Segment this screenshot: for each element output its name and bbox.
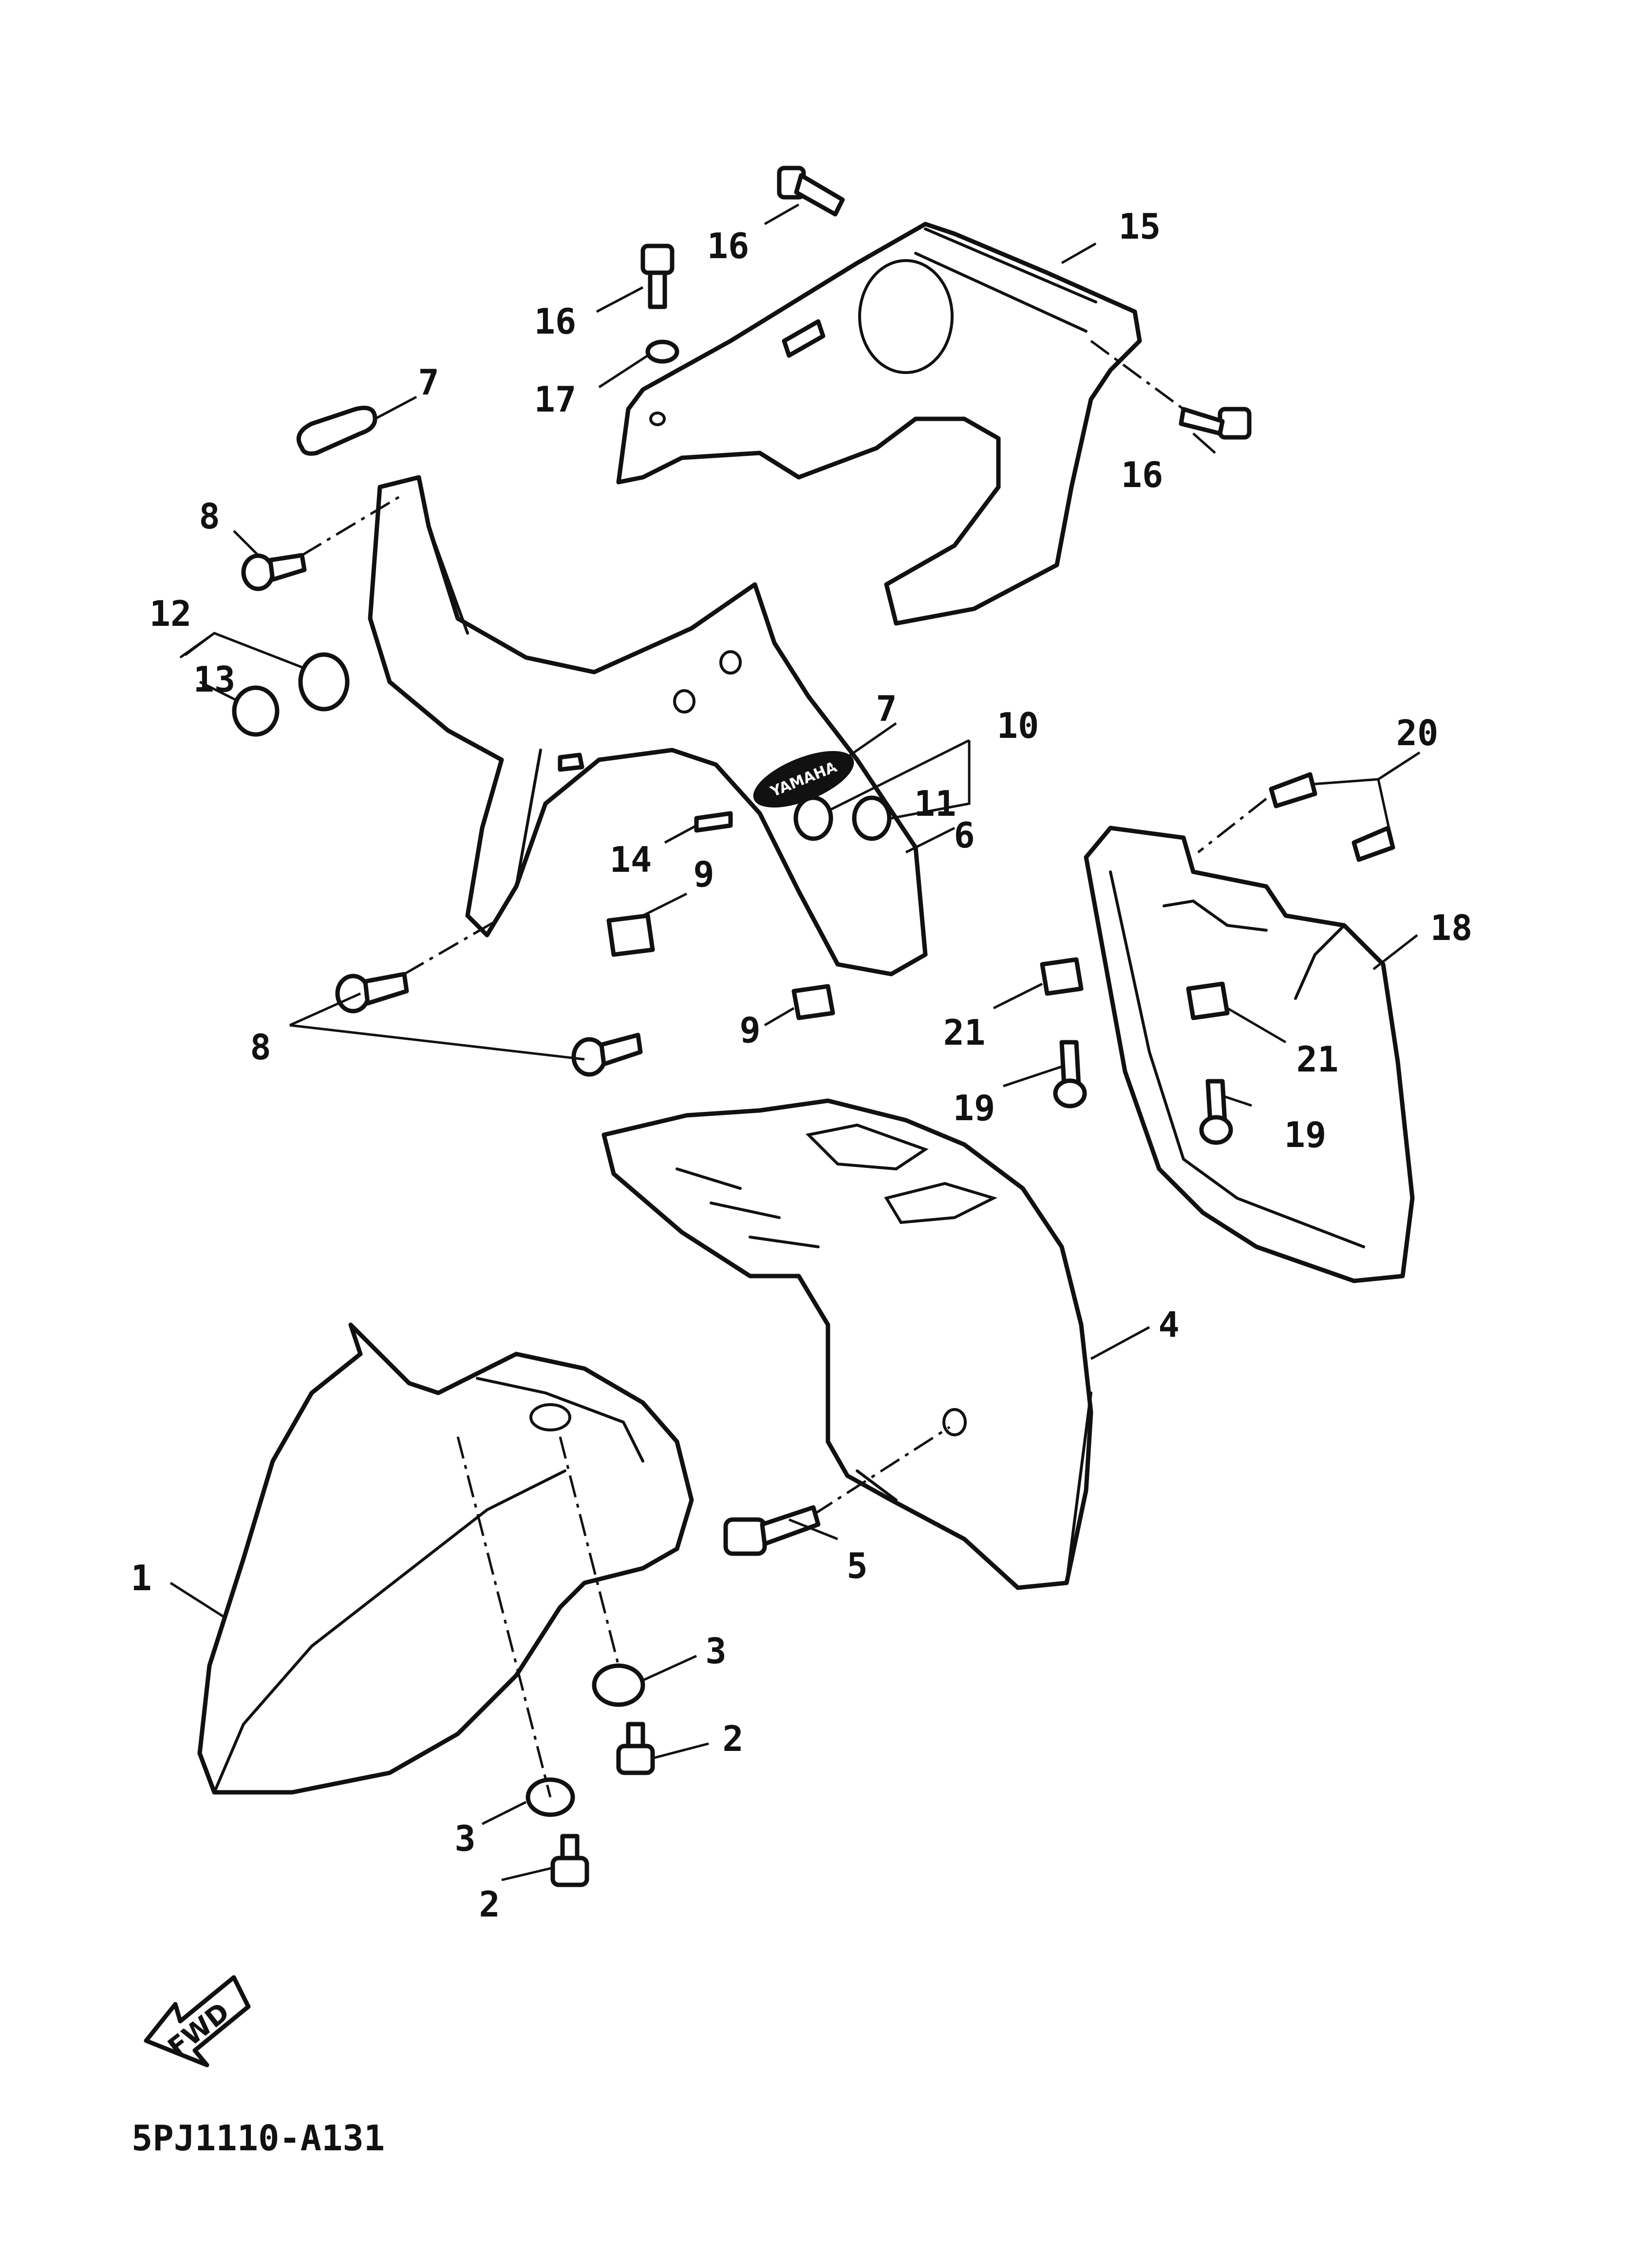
label-2-lower: 2 [479, 1884, 500, 1925]
grommet-7 [296, 406, 377, 456]
bolt-2-lower [550, 1834, 589, 1887]
washer-17 [645, 339, 679, 364]
label-13: 13 [193, 659, 236, 700]
label-1: 1 [131, 1558, 151, 1598]
nut-21-left [1040, 957, 1084, 996]
grommet-10 [793, 795, 833, 841]
label-14: 14 [610, 839, 652, 880]
label-7-mid: 7 [876, 688, 897, 729]
label-2-upper: 2 [722, 1718, 743, 1759]
label-8-bottom: 8 [250, 1027, 271, 1068]
nut-21-right [1186, 981, 1230, 1020]
label-21-left: 21 [943, 1012, 986, 1053]
screw-8-bottom [571, 1033, 643, 1077]
label-15: 15 [1119, 206, 1161, 247]
label-5: 5 [846, 1545, 867, 1586]
fwd-direction-arrow: FWD [144, 1975, 251, 2067]
part-1-front-fender [197, 1322, 694, 1795]
screw-20-upper [1269, 772, 1317, 808]
label-21-right: 21 [1296, 1039, 1339, 1080]
label-10: 10 [997, 705, 1039, 746]
screw-20-lower [1352, 826, 1395, 862]
part-6-front-cover: YAMAHA [368, 475, 928, 977]
part-number-labels: 15 16 16 17 16 7 8 12 13 7 10 11 6 14 9 … [131, 206, 1472, 1925]
label-17: 17 [534, 379, 577, 420]
bolt-16-mid [640, 244, 675, 275]
label-16-top: 16 [707, 226, 750, 266]
clip-9-upper [606, 913, 655, 957]
screw-8-left [335, 972, 409, 1014]
alignment-lines [301, 339, 1267, 1798]
label-8-top: 8 [199, 496, 220, 537]
label-11: 11 [914, 783, 957, 824]
label-9-lower: 9 [739, 1010, 760, 1051]
label-16-right: 16 [1121, 454, 1164, 495]
bolt-16-right [1218, 407, 1252, 440]
label-3-lower: 3 [454, 1818, 475, 1859]
label-19-right: 19 [1284, 1114, 1327, 1155]
part-18-side-cover [1084, 826, 1415, 1283]
label-19-left: 19 [953, 1088, 995, 1128]
label-3-upper: 3 [705, 1631, 726, 1672]
label-9-upper: 9 [693, 854, 714, 895]
screw-14 [694, 811, 733, 833]
cap-11 [852, 795, 892, 841]
part-4-inner-panel [601, 1098, 1093, 1590]
leader-lines [169, 203, 1421, 1881]
plug-12 [298, 652, 350, 712]
bolt-2-upper [616, 1722, 655, 1775]
hardware-fasteners [232, 166, 1395, 1887]
part-15-bracket [616, 222, 1142, 626]
label-6: 6 [954, 815, 975, 856]
clip-9-lower [791, 984, 835, 1020]
label-7-top: 7 [418, 362, 439, 403]
label-20: 20 [1396, 713, 1439, 753]
label-12: 12 [150, 593, 192, 634]
nut-3-upper [592, 1663, 645, 1707]
plug-13 [232, 685, 280, 737]
label-18: 18 [1430, 907, 1473, 948]
label-16-mid: 16 [534, 301, 577, 342]
screw-8-top [241, 553, 307, 591]
bolt-5 [723, 1505, 821, 1556]
label-4: 4 [1158, 1304, 1179, 1345]
diagram-code: 5PJ1110-A131 [131, 2118, 385, 2159]
